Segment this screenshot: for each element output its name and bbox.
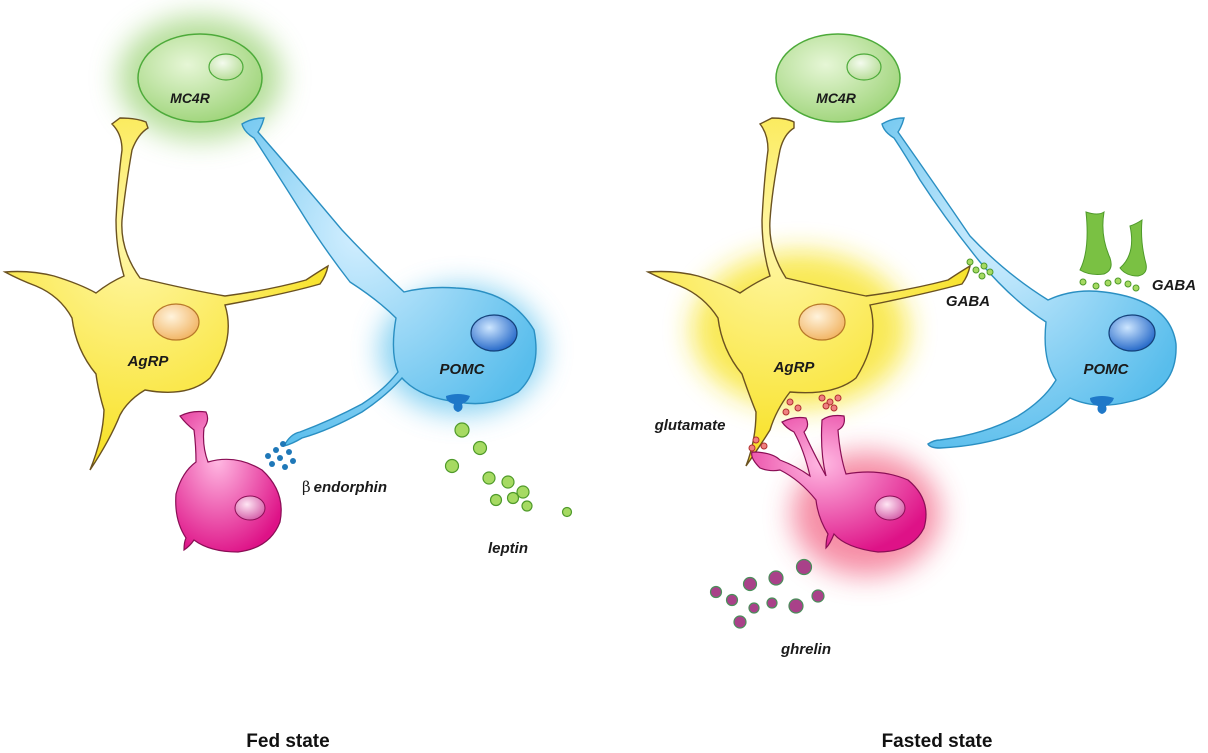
fed-pomc-label: POMC (440, 361, 486, 378)
fed-agrp-neuron (2, 117, 329, 471)
fasted-gaba-vesicles-right (1079, 277, 1140, 292)
fasted-pomc-neuron (881, 117, 1177, 449)
fed-mc4r-label: MC4R (170, 90, 211, 106)
fed-state-title: Fed state (246, 731, 329, 752)
fed-agrp-nucleus (152, 303, 200, 341)
fed-pink-nucleus (234, 495, 266, 521)
fasted-pomc-label: POMC (1084, 361, 1130, 378)
fed-mc4r-neuron (137, 33, 263, 123)
fasted-mc4r-neuron (775, 33, 901, 123)
fasted-pink-nucleus (874, 495, 906, 521)
fasted-mc4r-nucleus (846, 53, 882, 81)
fed-pink-neuron (175, 410, 282, 553)
fed-pomc-terminal (446, 394, 470, 412)
fed-endorphin-vesicles (265, 441, 296, 470)
fasted-gaba-terminals (1079, 210, 1147, 277)
fed-leptin-vesicles (444, 422, 573, 518)
fasted-gaba-left-label: GABA (946, 293, 990, 310)
fasted-glutamate-label: glutamate (654, 417, 726, 434)
fasted-agrp-nucleus (798, 303, 846, 341)
fasted-pomc-terminal (1090, 396, 1114, 414)
fasted-state-title: Fasted state (882, 731, 993, 752)
fasted-ghrelin-label: ghrelin (780, 641, 831, 658)
fed-mc4r-nucleus (208, 53, 244, 81)
fasted-pomc-nucleus (1108, 314, 1156, 352)
fasted-mc4r-label: MC4R (816, 90, 857, 106)
fasted-gaba-right-label: GABA (1152, 277, 1196, 294)
fasted-panel: MC4R AgRP POMC GABA GABA (645, 33, 1196, 752)
fasted-pink-neuron (751, 414, 927, 553)
fasted-agrp-neuron (645, 117, 971, 467)
fed-pomc-nucleus (470, 314, 518, 352)
fed-agrp-label: AgRP (127, 353, 170, 370)
fasted-agrp-label: AgRP (773, 359, 816, 376)
fasted-gaba-vesicles-left (966, 258, 994, 280)
fasted-ghrelin-vesicles (709, 558, 825, 629)
fed-pomc-neuron (241, 117, 537, 448)
fed-leptin-label: leptin (488, 540, 528, 557)
fasted-glutamate-vesicles (748, 394, 842, 452)
